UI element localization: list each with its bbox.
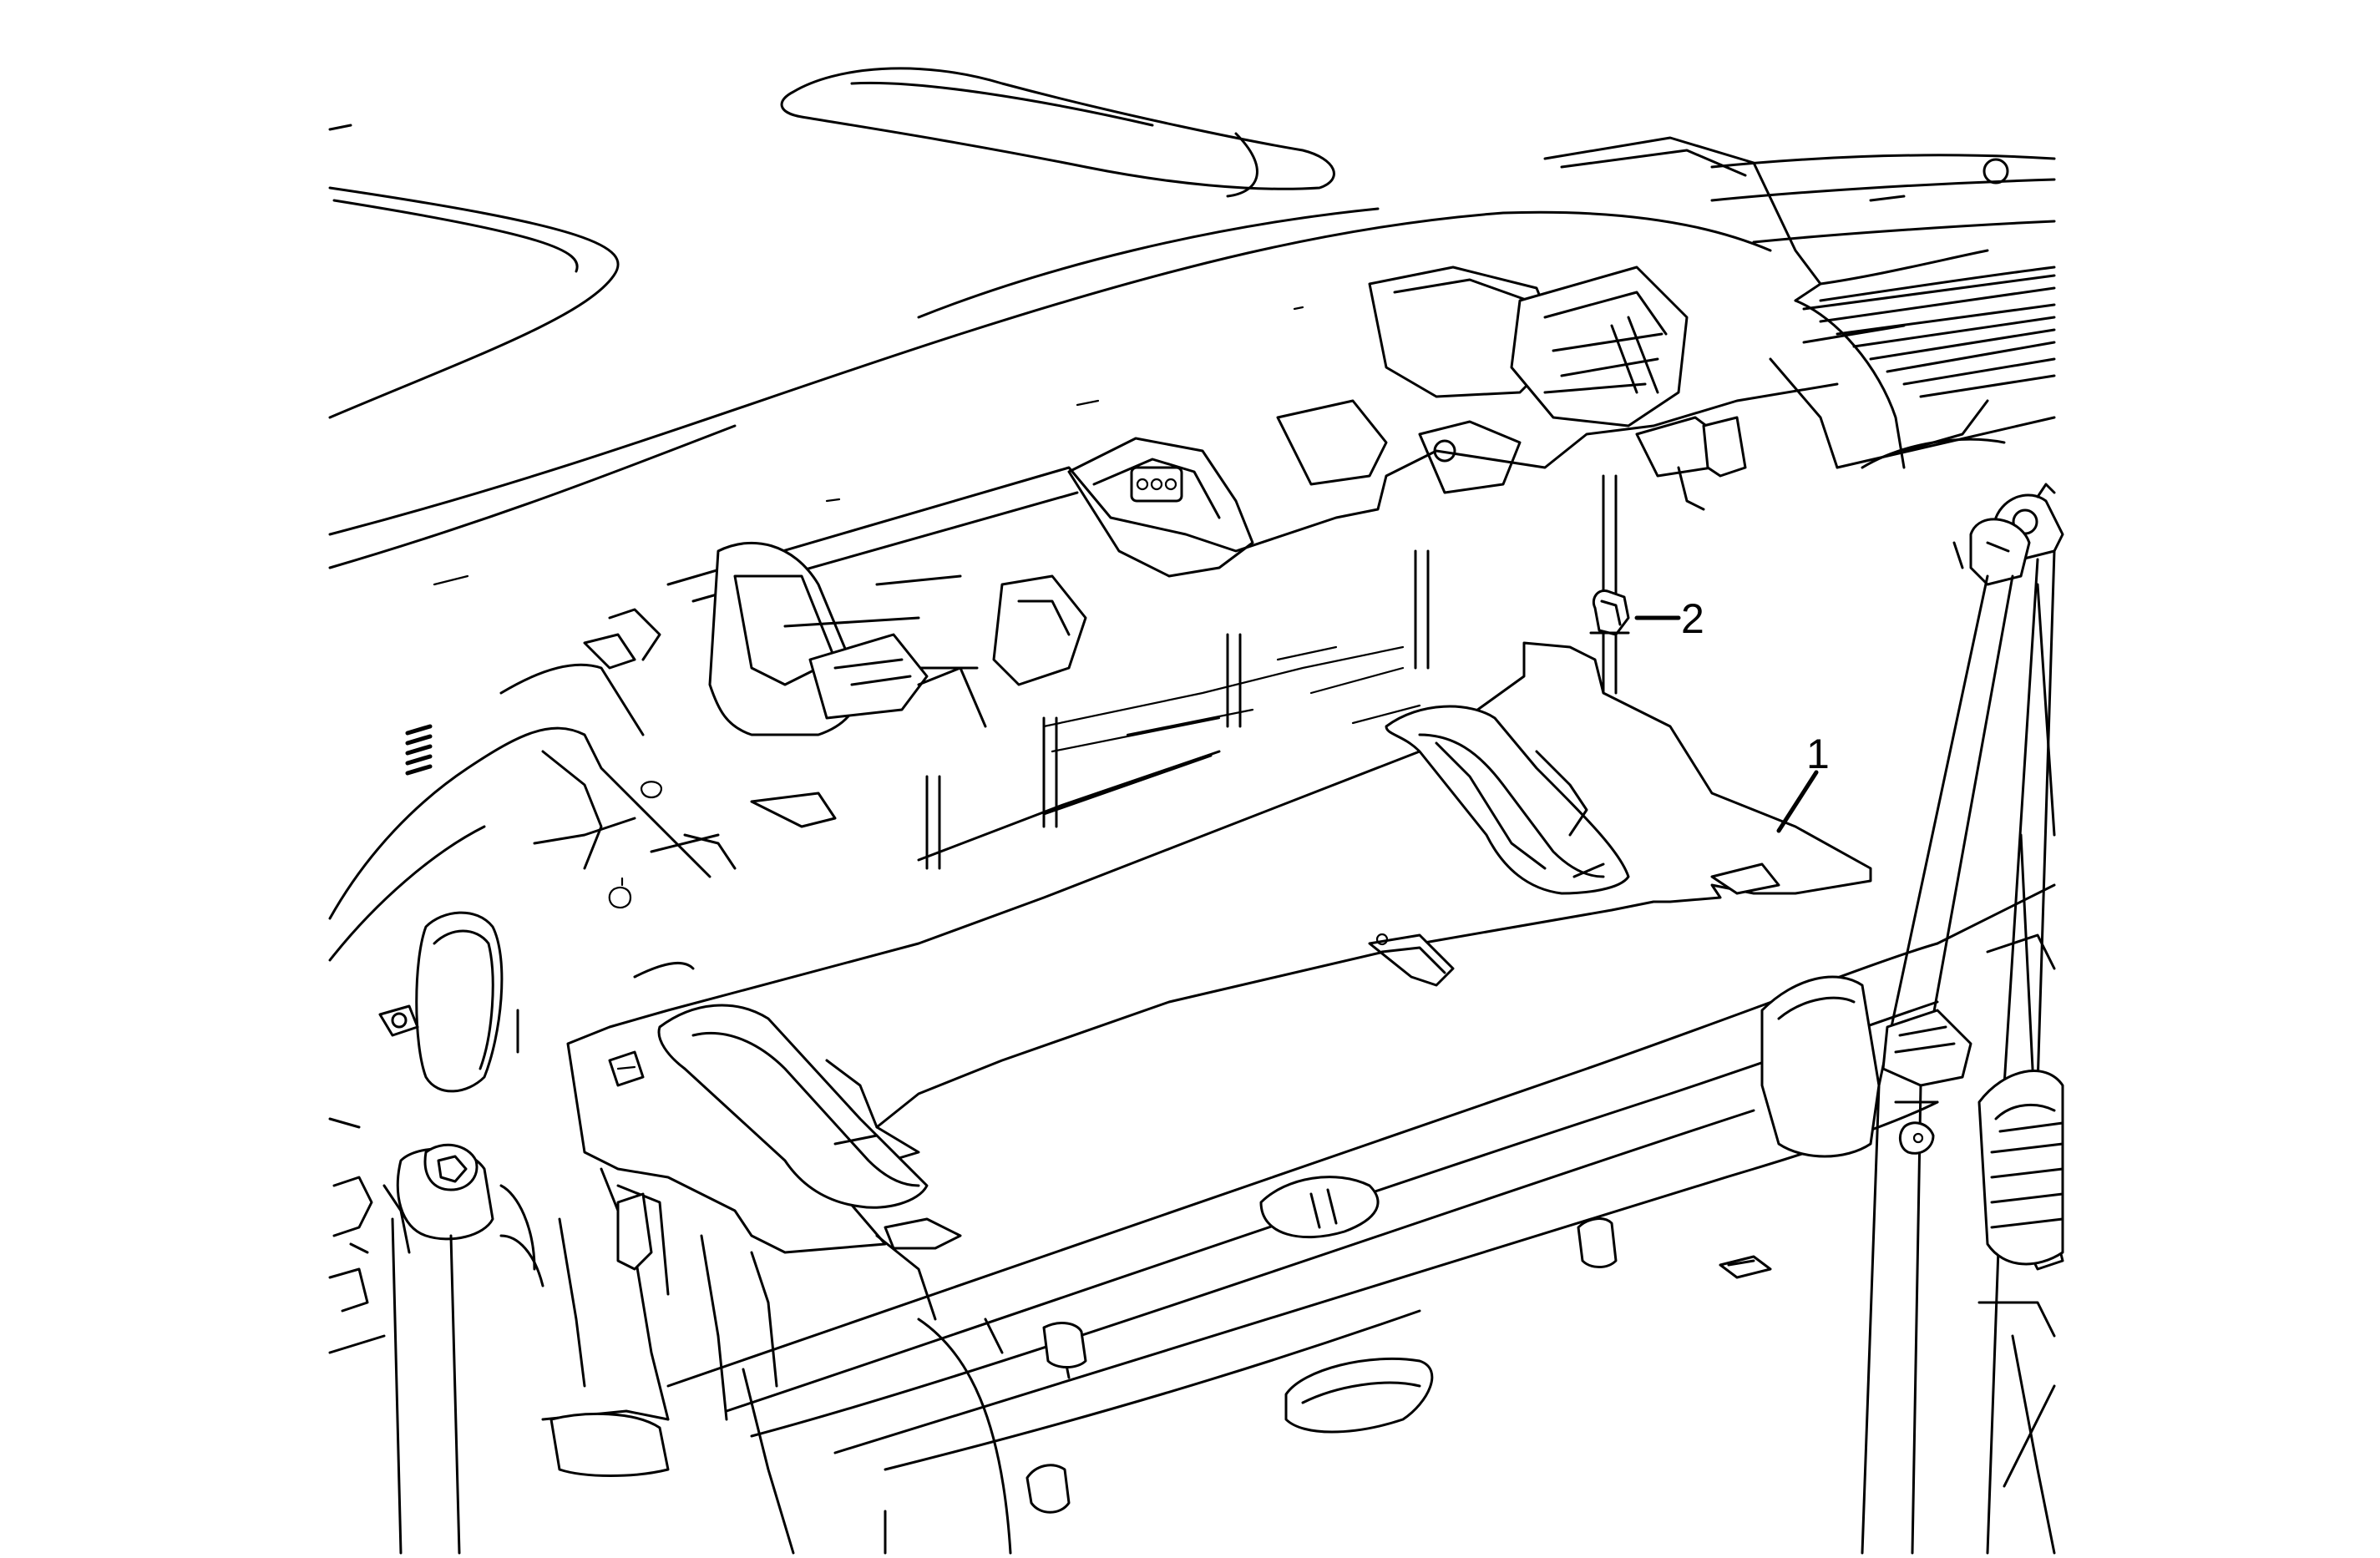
package-tray-trim [566, 641, 1872, 1254]
rear-window-lines [1802, 249, 2056, 453]
left-lower-trim [541, 1167, 795, 1555]
callout-2-label: 2 [1681, 595, 1704, 642]
retainer-clip-2 [1589, 589, 1681, 636]
shelf-back-panel [666, 382, 1839, 736]
headliner [328, 124, 1772, 586]
rear-seat-back [666, 942, 1939, 1555]
right-seat-belt [1760, 483, 2064, 1555]
callout-1-label: 1 [1806, 731, 1830, 777]
callout-1-leader [1776, 770, 1819, 833]
rear-top-bar [780, 67, 2056, 302]
right-upper-trim [1702, 299, 2056, 478]
vent-grille [405, 724, 433, 776]
left-quarter-panel [328, 608, 837, 1555]
